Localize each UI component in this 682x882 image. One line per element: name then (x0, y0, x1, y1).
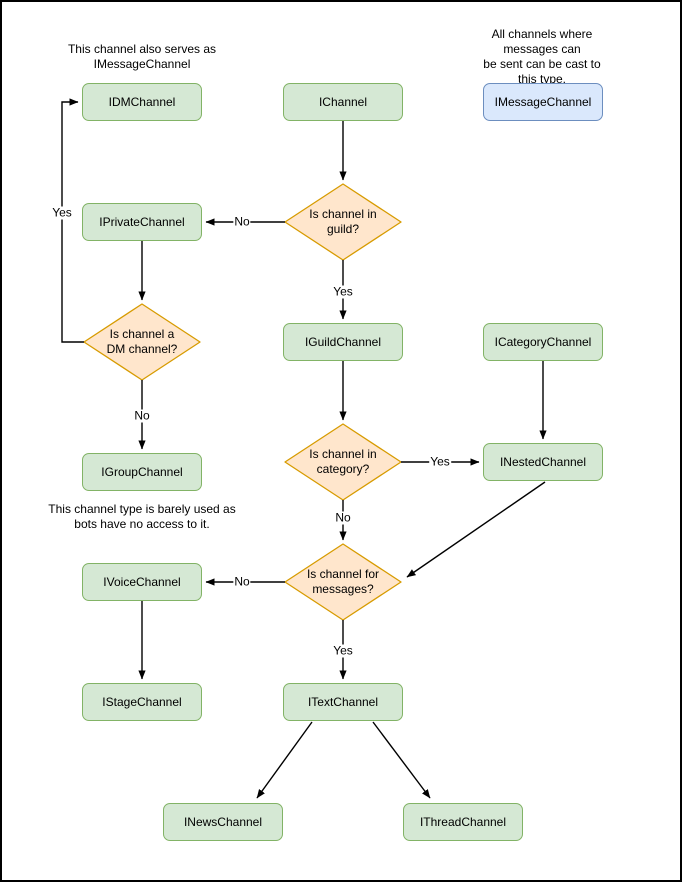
node-iprivatechannel: IPrivateChannel (82, 203, 202, 241)
edge-label-category-yes: Yes (429, 454, 451, 469)
node-ichannel: IChannel (283, 83, 403, 121)
arrow-itextchannel-to-inewschannel (256, 721, 313, 799)
node-imessagechannel: IMessageChannel (483, 83, 603, 121)
node-igroupchannel: IGroupChannel (82, 453, 202, 491)
edge-label-messages-no: No (233, 574, 251, 589)
node-inestedchannel: INestedChannel (483, 443, 603, 481)
decision-diamond-for-messages (284, 543, 402, 621)
arrow-inestedchannel-to-messages-decision (406, 481, 546, 578)
note-idmchannel-serves-imessagechannel: This channel also serves as IMessageChan… (67, 42, 217, 71)
node-ithreadchannel: IThreadChannel (403, 803, 523, 841)
edge-label-dm-no: No (133, 408, 151, 423)
edge-label-guild-no: No (233, 214, 251, 229)
decision-diamond-in-guild (284, 183, 402, 261)
node-itextchannel: ITextChannel (283, 683, 403, 721)
decision-diamond-in-category (284, 423, 402, 501)
node-icategorychannel: ICategoryChannel (483, 323, 603, 361)
edge-label-guild-yes: Yes (332, 284, 354, 299)
decision-diamond-is-dm (83, 303, 201, 381)
node-inewschannel: INewsChannel (163, 803, 283, 841)
edge-label-category-no: No (334, 510, 352, 525)
node-ivoicechannel: IVoiceChannel (82, 563, 202, 601)
node-iguildchannel: IGuildChannel (283, 323, 403, 361)
note-imessagechannel-cast: All channels where messages can be sent … (483, 27, 601, 86)
node-istagechannel: IStageChannel (82, 683, 202, 721)
arrow-itextchannel-to-ithreadchannel (372, 721, 431, 799)
node-idmchannel: IDMChannel (82, 83, 202, 121)
note-igroupchannel-barely-used: This channel type is barely used as bots… (48, 502, 236, 531)
edge-label-messages-yes: Yes (332, 643, 354, 658)
edge-label-dm-yes: Yes (51, 205, 73, 220)
arrow-dm-yes-to-idmchannel (61, 98, 84, 343)
